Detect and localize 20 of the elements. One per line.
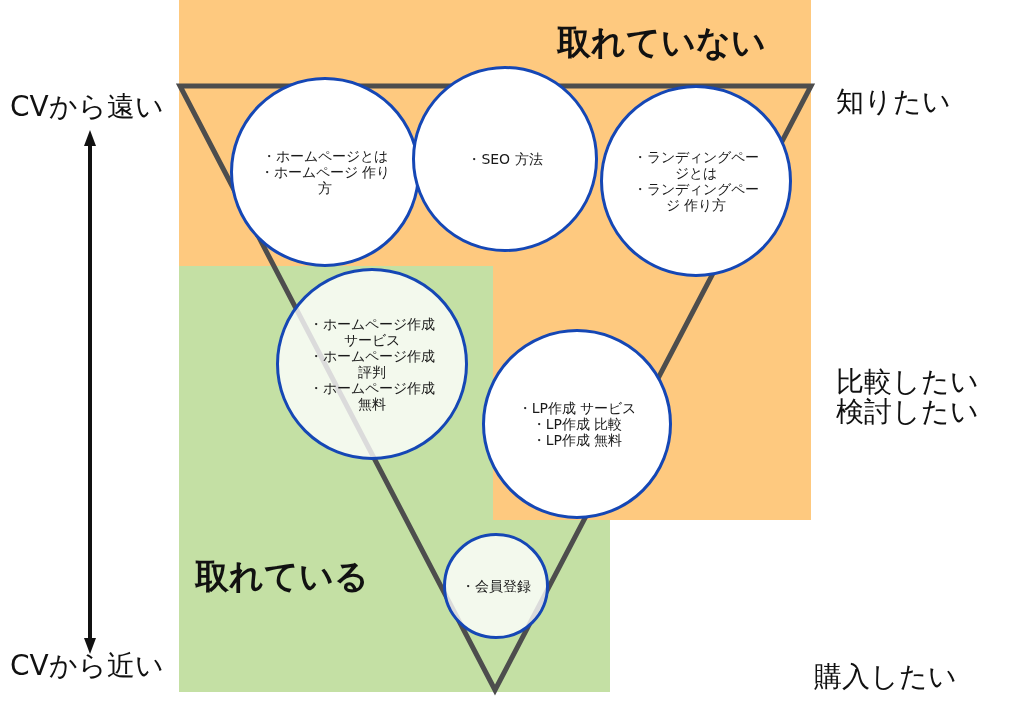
- stage-label: 購入したい: [814, 661, 957, 693]
- keyword-text: ・ホームページ作成無料: [308, 380, 436, 412]
- keyword-text: ・LP作成 サービス: [517, 400, 637, 416]
- keyword-text: ・ホームページ 作り方: [258, 164, 392, 196]
- keyword-text: ・LP作成 比較: [531, 416, 623, 432]
- area-heading: 取れていない: [557, 22, 766, 62]
- scale-label: CVから近い: [10, 650, 164, 682]
- keyword-text: ・ホームページ作成サービス: [308, 316, 436, 348]
- stage-label: 検討したい: [836, 396, 979, 428]
- stage-label: 比較したい: [836, 366, 979, 398]
- area-heading: 取れている: [195, 556, 369, 596]
- keyword-text: ・会員登録: [461, 578, 531, 594]
- keyword-text: ・ホームページ作成評判: [308, 348, 436, 380]
- keyword-text: ・LP作成 無料: [531, 432, 623, 448]
- keyword-text: ・ホームページとは: [262, 148, 388, 164]
- keyword-text: ・SEO 方法: [467, 151, 543, 167]
- keyword-text: ・ランディングページ 作り方: [632, 181, 760, 213]
- scale-label: CVから遠い: [10, 91, 164, 123]
- keyword-text: ・ランディングページとは: [632, 149, 760, 181]
- stage-label: 知りたい: [836, 86, 951, 118]
